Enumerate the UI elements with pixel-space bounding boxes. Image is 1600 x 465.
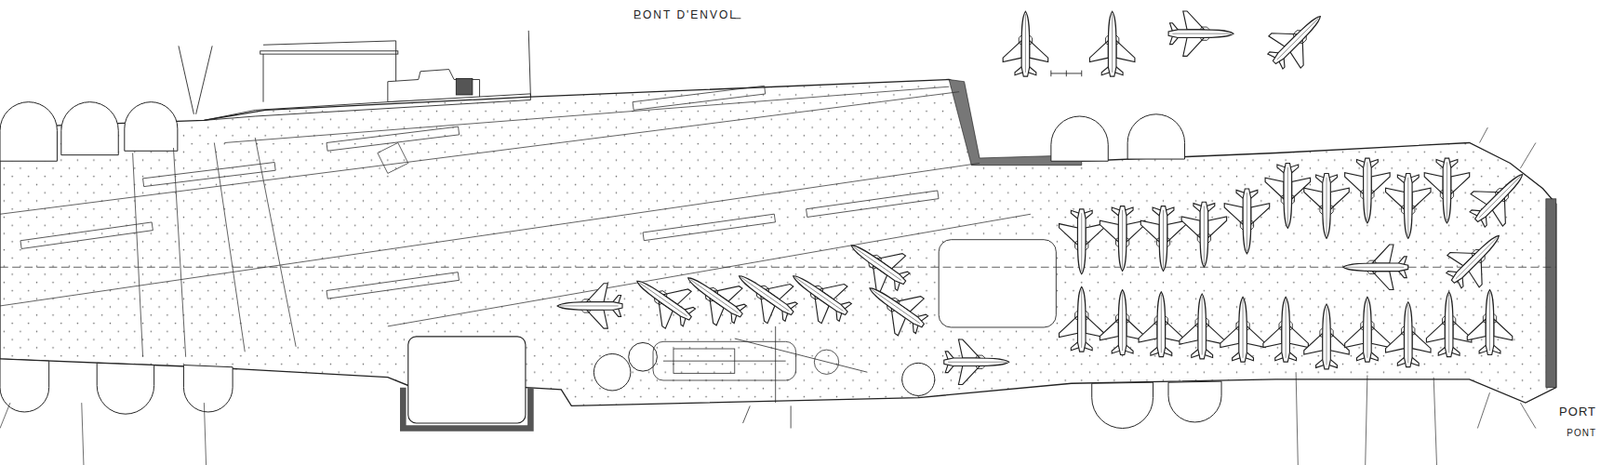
deck-markings [0, 85, 1557, 357]
flight-deck [0, 80, 1557, 407]
sheet-label: PONT [1566, 427, 1597, 439]
bow-edge [1546, 199, 1557, 388]
deck-machinery [653, 326, 867, 429]
drawing-title: PONT D'ENVOL [633, 9, 738, 22]
elevators [402, 240, 1056, 429]
sheet-label: PORT [1559, 405, 1597, 419]
leader-lines [0, 127, 1536, 465]
sponsons [0, 102, 1222, 429]
aircraft [557, 0, 1539, 386]
scale-bar [1051, 70, 1082, 78]
